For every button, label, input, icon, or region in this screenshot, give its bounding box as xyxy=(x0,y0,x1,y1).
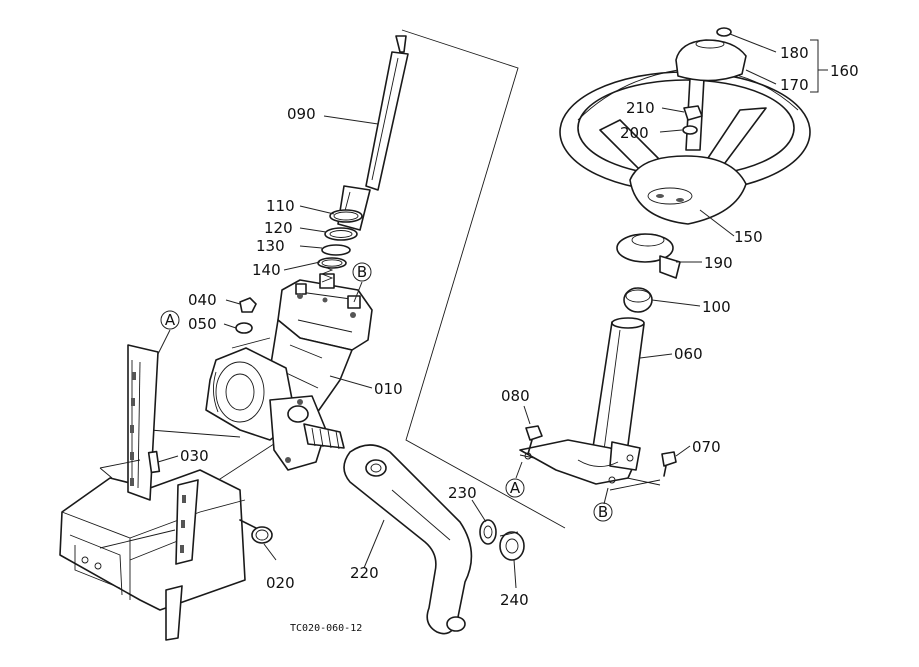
callout-120: 120 xyxy=(264,219,293,237)
callout-050: 050 xyxy=(188,315,217,333)
part-230-washer xyxy=(479,519,497,545)
svg-text:A: A xyxy=(165,311,176,329)
callout-180: 180 xyxy=(780,44,809,62)
frame-bracket xyxy=(59,344,246,641)
ref-marker-a-top: A xyxy=(160,310,180,330)
part-240-nut xyxy=(499,531,525,561)
callout-110: 110 xyxy=(266,197,295,215)
part-060-column-tube xyxy=(519,317,645,485)
part-170-cap xyxy=(675,39,747,82)
callout-040: 040 xyxy=(188,291,217,309)
part-200-washer xyxy=(682,125,698,135)
callout-010: 010 xyxy=(374,380,403,398)
shaft-rings xyxy=(317,209,363,269)
callout-070: 070 xyxy=(692,438,721,456)
part-190-adaptor xyxy=(616,233,681,279)
callout-150: 150 xyxy=(734,228,763,246)
callout-080: 080 xyxy=(501,387,530,405)
callout-210: 210 xyxy=(626,99,655,117)
part-010-gearbox xyxy=(205,265,373,471)
callout-060: 060 xyxy=(674,345,703,363)
callout-190: 190 xyxy=(704,254,733,272)
callout-140: 140 xyxy=(252,261,281,279)
part-080-bolt xyxy=(525,425,543,455)
callout-230: 230 xyxy=(448,484,477,502)
part-150-steering-wheel xyxy=(559,68,811,225)
part-220-pitman-arm xyxy=(343,444,473,635)
ref-marker-a-bottom: A xyxy=(505,478,525,498)
svg-text:B: B xyxy=(598,503,608,521)
part-040-nut xyxy=(239,297,257,313)
callout-030: 030 xyxy=(180,447,209,465)
figure-caption: TC020-060-12 xyxy=(290,623,362,634)
callout-130: 130 xyxy=(256,237,285,255)
callout-170: 170 xyxy=(780,76,809,94)
part-090-steering-shaft xyxy=(337,35,409,231)
part-050-washer xyxy=(235,322,253,334)
callout-100: 100 xyxy=(702,298,731,316)
part-210-nut xyxy=(683,105,703,121)
callout-240: 240 xyxy=(500,591,529,609)
leader-lines xyxy=(157,33,828,589)
part-070-bolt xyxy=(661,451,677,477)
part-100-bushing xyxy=(623,287,653,313)
callout-220: 220 xyxy=(350,564,379,582)
callout-090: 090 xyxy=(287,105,316,123)
part-180-screw xyxy=(716,27,732,37)
part-020-bolt xyxy=(239,519,273,544)
callout-160: 160 xyxy=(830,62,859,80)
part-030-pin xyxy=(147,450,161,474)
ref-marker-b-top: B xyxy=(352,262,372,282)
svg-text:B: B xyxy=(357,263,367,281)
callout-labels: 090 110 120 130 140 040 050 010 030 020 … xyxy=(180,44,859,609)
ref-marker-b-bottom: B xyxy=(593,502,613,522)
svg-text:A: A xyxy=(510,479,521,497)
callout-200: 200 xyxy=(620,124,649,142)
callout-020: 020 xyxy=(266,574,295,592)
